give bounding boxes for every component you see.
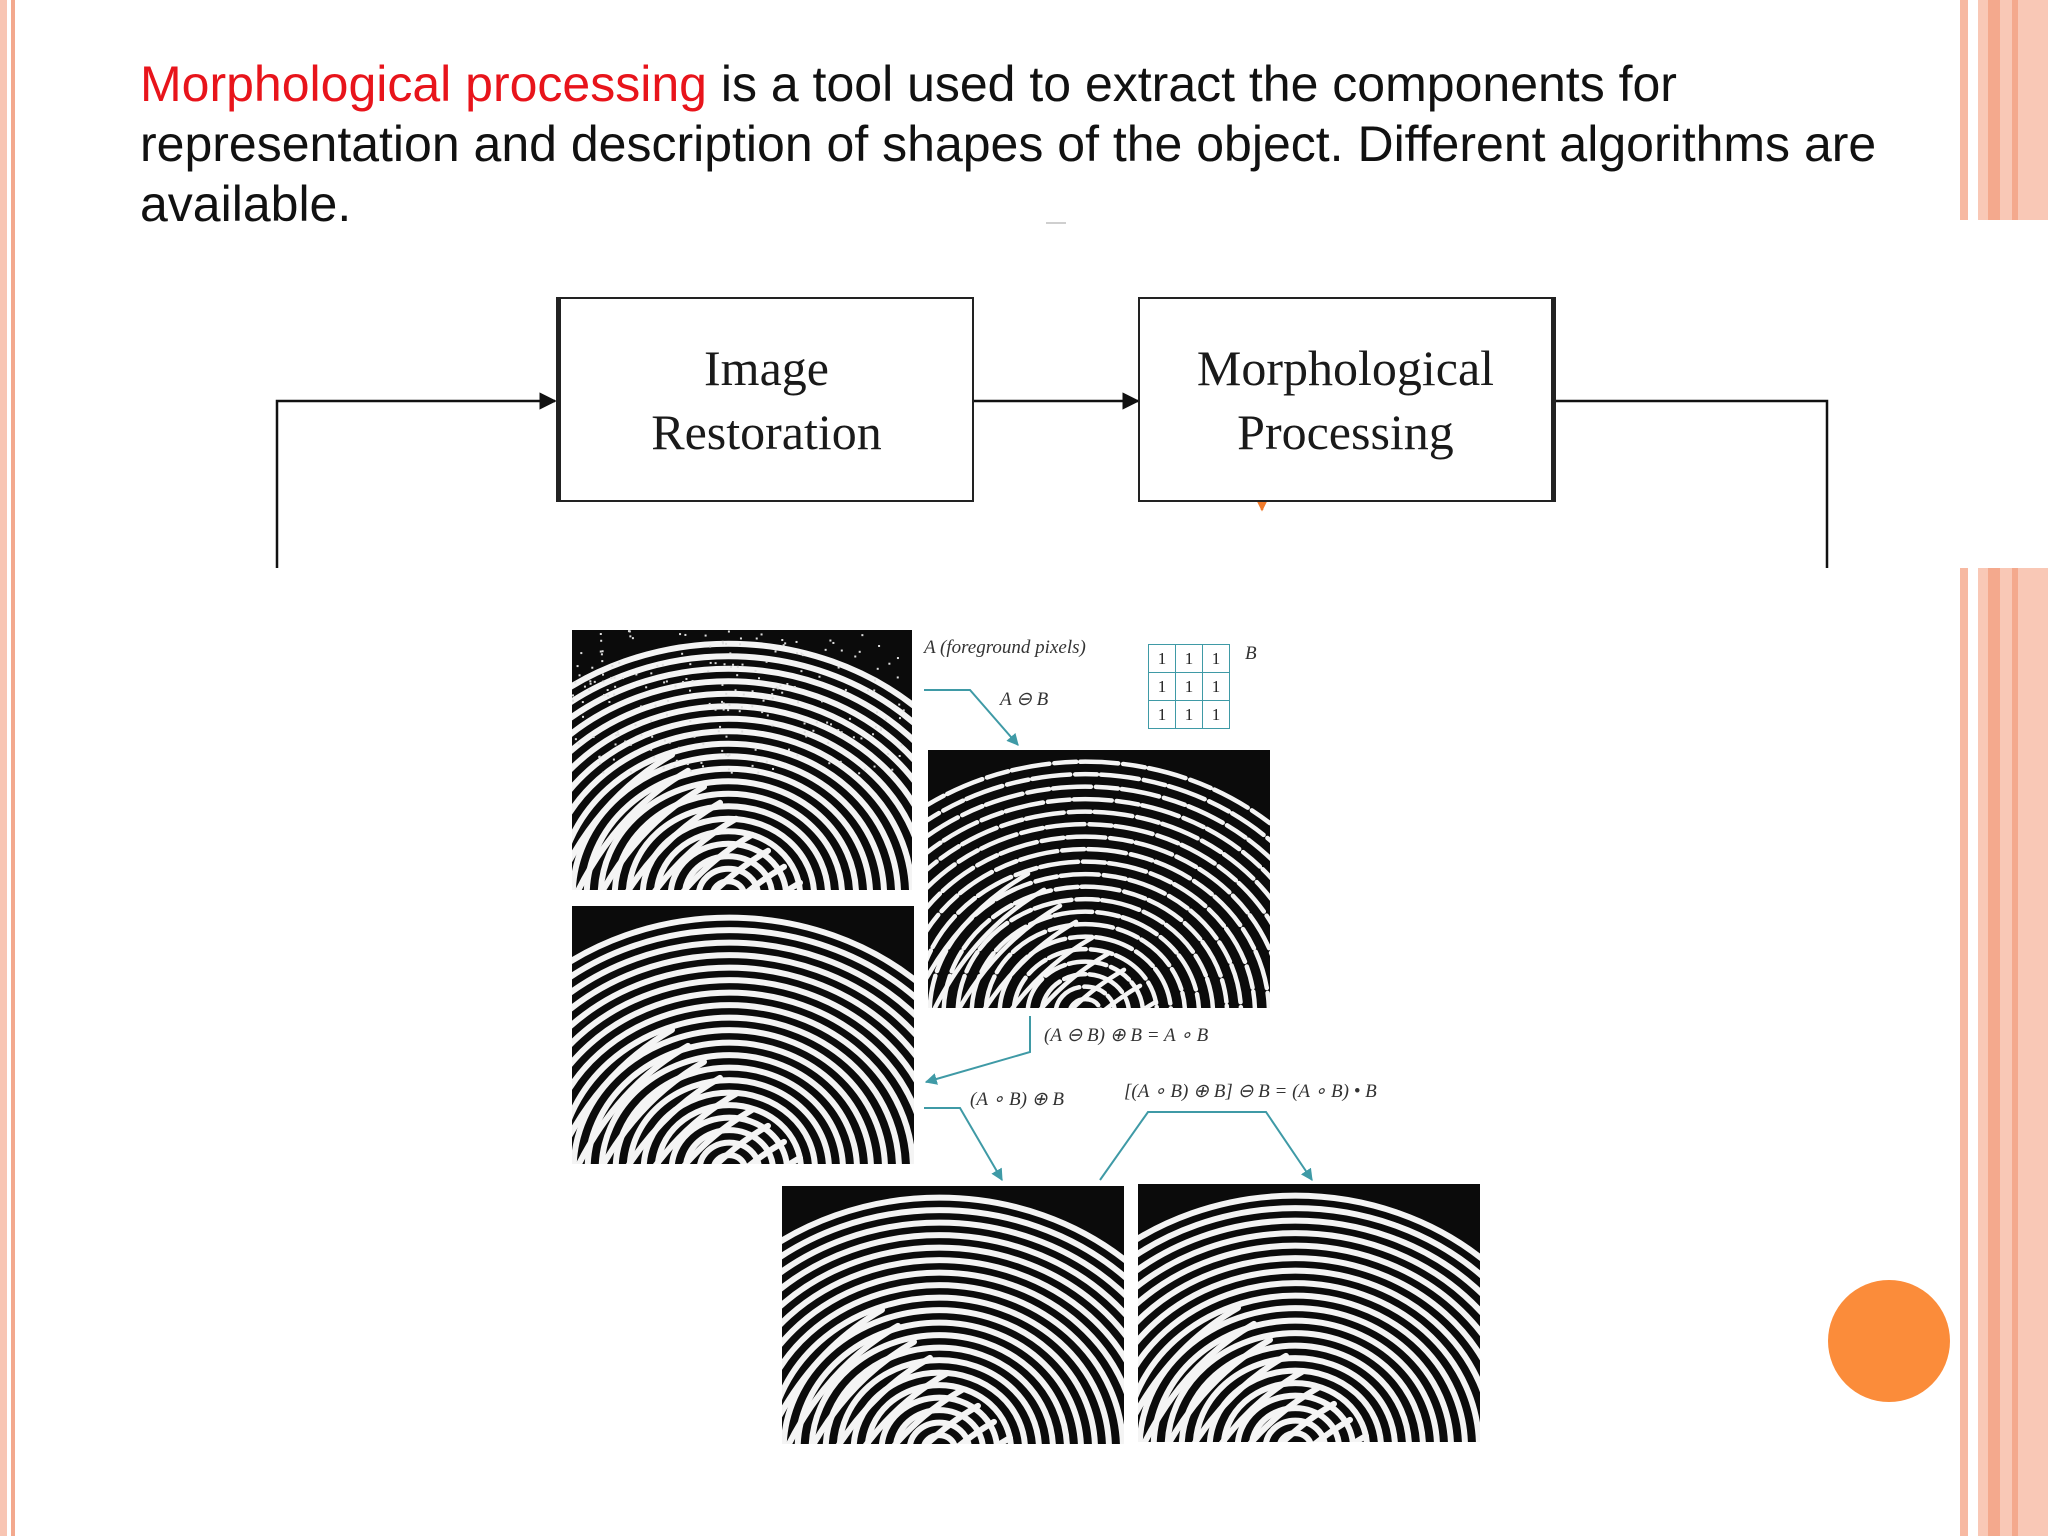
label-b: B (1245, 643, 1257, 664)
se-cell: 1 (1148, 700, 1176, 729)
label-closing: [(A ∘ B) ⊕ B] ⊖ B = (A ∘ B) • B (1124, 1081, 1377, 1102)
box1-line2: Restoration (651, 403, 882, 460)
right-stripe-bottom-1 (1960, 568, 1968, 1536)
box2-line1: Morphological (1196, 339, 1495, 396)
right-stripe-top-4 (2012, 0, 2018, 220)
label-opening: (A ⊖ B) ⊕ B = A ∘ B (1044, 1025, 1209, 1046)
se-cell: 1 (1202, 700, 1230, 729)
se-cell: 1 (1148, 672, 1176, 701)
intro-paragraph: Morphological processing is a tool used … (140, 54, 1940, 234)
right-stripe-bottom-3 (1988, 568, 2000, 1536)
box1-line1: Image (704, 339, 829, 396)
label-foreground-pixels: A (foreground pixels) (924, 637, 1086, 658)
left-stripe-outer (0, 0, 7, 1536)
fingerprint-eroded (928, 750, 1270, 1008)
intro-text: is a tool used to extract the components… (140, 56, 1877, 232)
se-cell: 1 (1148, 644, 1176, 673)
se-cell: 1 (1202, 672, 1230, 701)
left-stripe-inner (11, 0, 15, 1536)
flow-connectors (275, 392, 1829, 568)
fingerprint-dilated-opening (782, 1186, 1124, 1444)
fingerprint-original (572, 630, 912, 890)
right-stripe-top-3 (1988, 0, 2000, 220)
label-erosion: A ⊖ B (1000, 689, 1049, 710)
se-cell: 1 (1175, 672, 1203, 701)
se-cell: 1 (1175, 700, 1203, 729)
se-cell: 1 (1202, 644, 1230, 673)
decorative-orange-circle (1828, 1280, 1950, 1402)
intro-highlight: Morphological processing (140, 56, 707, 112)
fingerprint-closing (1138, 1184, 1480, 1442)
small-dash (1046, 222, 1066, 224)
fingerprint-opened (572, 906, 914, 1164)
box2-line2: Processing (1237, 403, 1454, 460)
se-cell: 1 (1175, 644, 1203, 673)
right-stripe-top-1 (1960, 0, 1968, 220)
label-dilate-opening: (A ∘ B) ⊕ B (970, 1089, 1064, 1110)
right-stripe-bottom-4 (2012, 568, 2018, 1536)
